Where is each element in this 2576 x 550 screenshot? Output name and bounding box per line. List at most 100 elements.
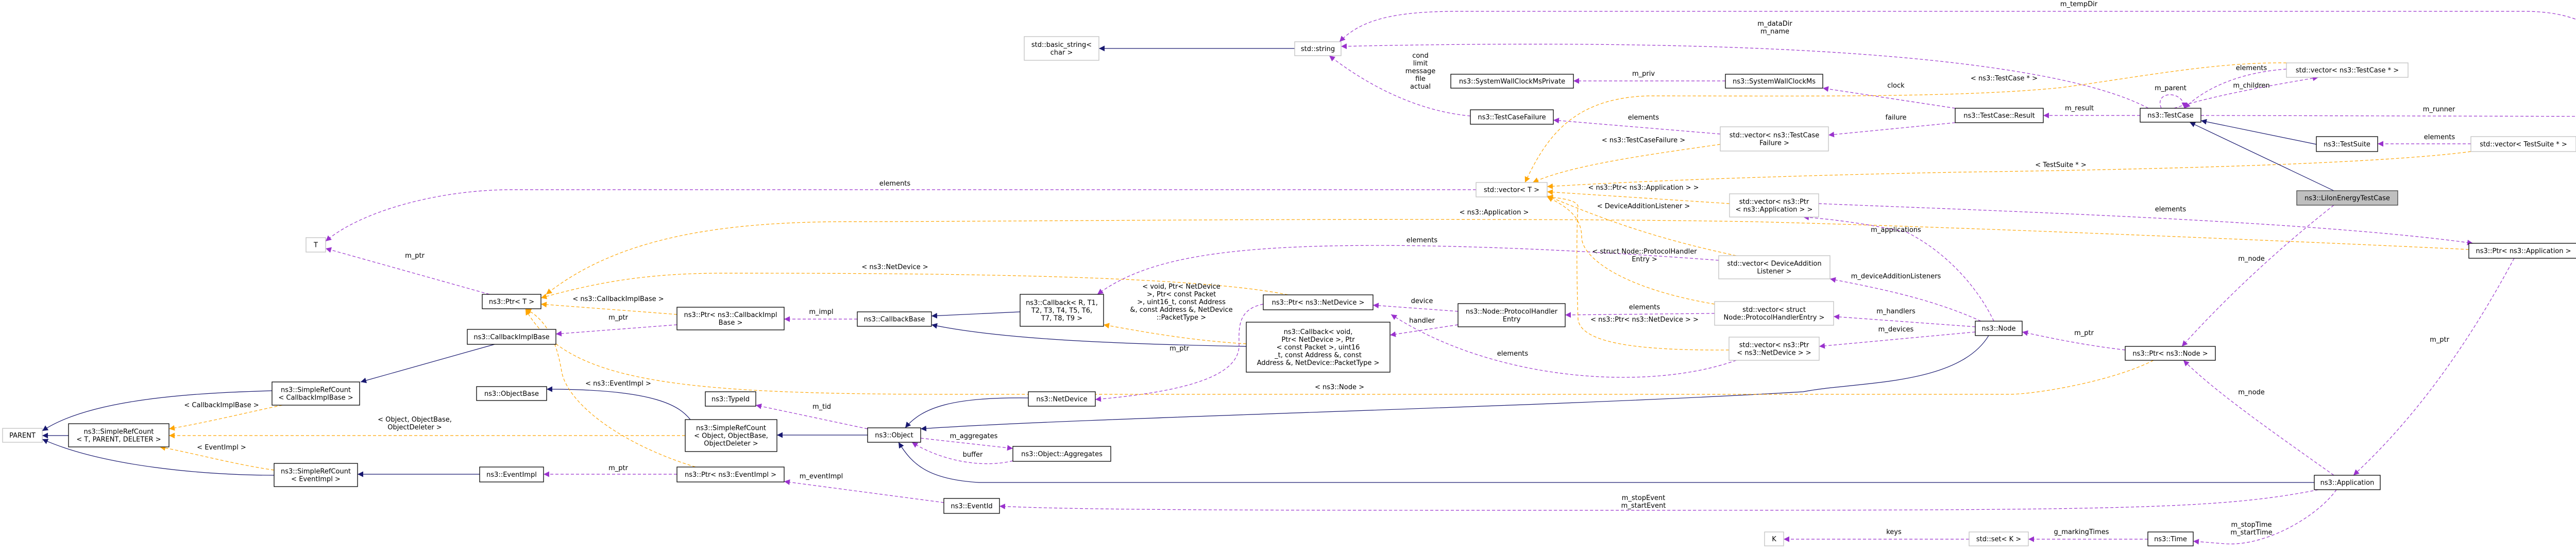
edge-label-line: m_stopTime <box>2231 521 2272 529</box>
class-node-application[interactable]: ns3::Application <box>2314 475 2381 490</box>
class-node-aggregates[interactable]: ns3::Object::Aggregates <box>1012 446 1111 462</box>
edge-label-line: failure <box>1885 114 1906 122</box>
class-node-result[interactable]: ns3::TestCase::Result <box>1955 108 2044 123</box>
node-label: std::vector< T > <box>1484 187 1539 194</box>
edge-label-line: buffer <box>963 451 983 459</box>
class-node-string[interactable]: std::string <box>1294 41 1342 56</box>
node-label: std::vector< TestSuite * > <box>2480 141 2567 148</box>
class-node-tcfailure[interactable]: ns3::TestCaseFailure <box>1470 109 1554 125</box>
class-node-src-tpd[interactable]: ns3::SimpleRefCount< T, PARENT, DELETER … <box>68 423 170 447</box>
edge-vec_papp-to-ptr_app <box>1818 203 2473 245</box>
class-node-vec-ts[interactable]: std::vector< TestSuite * > <box>2470 136 2576 152</box>
class-node-objbase[interactable]: ns3::ObjectBase <box>476 386 547 401</box>
node-label: std::vector< struct <box>1742 306 1806 314</box>
class-node-src-obj[interactable]: ns3::SimpleRefCount< Object, ObjectBase,… <box>685 419 777 452</box>
edge-label: < EventImpl > <box>197 444 246 452</box>
class-node-phe[interactable]: ns3::Node::ProtocolHandlerEntry <box>1458 303 1566 327</box>
edge-callback_r-to-cbbase <box>931 311 1021 319</box>
edge-label-line: cond <box>1412 52 1429 60</box>
node-label: ns3::Ptr< ns3::NetDevice > <box>1272 299 1365 307</box>
class-node-src-cib[interactable]: ns3::SimpleRefCount< CallbackImplBase > <box>272 381 360 406</box>
class-node-vec-pnd[interactable]: std::vector< ns3::Ptr< ns3::NetDevice > … <box>1728 337 1820 361</box>
edge-label: < TestSuite * > <box>2035 161 2086 169</box>
node-label: ns3::Ptr< ns3::Node > <box>2132 350 2208 358</box>
class-node-netdevice[interactable]: ns3::NetDevice <box>1028 391 1096 407</box>
class-node-ptr-ei[interactable]: ns3::Ptr< ns3::EventImpl > <box>676 466 785 482</box>
node-label: _t, const Address &, const <box>1274 352 1362 359</box>
node-box <box>274 463 358 487</box>
node-label: ns3::CallbackImplBase <box>473 334 549 341</box>
edge-label-line: m_ptr <box>405 252 425 260</box>
node-label: Failure > <box>1759 140 1789 147</box>
class-node-callback-void[interactable]: ns3::Callback< void,Ptr< NetDevice >, Pt… <box>1246 322 1391 373</box>
class-node-src-ei[interactable]: ns3::SimpleRefCount< EventImpl > <box>274 463 358 487</box>
edge-label-line: < ns3::Application > <box>1460 209 1529 216</box>
edge-label-line: < ns3::NetDevice > <box>861 263 928 271</box>
edge-label: < ns3::Application > <box>1460 209 1529 216</box>
class-node-vec-phe[interactable]: std::vector< structNode::ProtocolHandler… <box>1714 301 1834 326</box>
edge-label: clock <box>1887 82 1905 90</box>
edge-label-line: elements <box>1628 114 1659 122</box>
node-label: < Object, ObjectBase, <box>694 432 768 440</box>
node-label: Node::ProtocolHandlerEntry > <box>1724 314 1825 322</box>
class-node-vec-papp[interactable]: std::vector< ns3::Ptr< ns3::Application … <box>1729 193 1819 218</box>
class-node-cib[interactable]: ns3::CallbackImplBase <box>467 329 556 345</box>
class-node-testsuite[interactable]: ns3::TestSuite <box>2316 136 2378 152</box>
edge-vec_phe-to-vector_t <box>1547 196 1715 305</box>
class-node-vec-dal[interactable]: std::vector< DeviceAdditionListener > <box>1718 255 1831 279</box>
node-box <box>943 498 1000 514</box>
class-node-testcase[interactable]: ns3::TestCase <box>2140 108 2201 123</box>
edge-label-line: m_startEvent <box>1621 502 1666 510</box>
edge-label-line: message <box>1405 68 1435 75</box>
class-node-vector-t[interactable]: std::vector< T > <box>1476 182 1548 197</box>
class-node-object[interactable]: ns3::Object <box>867 427 921 443</box>
class-node-eventimpl[interactable]: ns3::EventImpl <box>479 466 544 482</box>
edge-label-line: < Object, ObjectBase, <box>378 416 452 424</box>
class-node-t[interactable]: T <box>306 237 326 253</box>
node-label: std::string <box>1301 45 1335 53</box>
node-box <box>1725 74 1823 89</box>
edge-cib-to-src_cib <box>360 344 495 384</box>
edge-label: < Object, ObjectBase,ObjectDeleter > <box>378 416 452 431</box>
class-node-ptr-nd[interactable]: ns3::Ptr< ns3::NetDevice > <box>1263 294 1374 310</box>
edge-label-line: m_result <box>2065 105 2094 112</box>
class-node-swcm-priv[interactable]: ns3::SystemWallClockMsPrivate <box>1450 74 1574 89</box>
class-node-time[interactable]: ns3::Time <box>2147 531 2194 546</box>
edge-label-line: Entry > <box>1632 256 1657 263</box>
class-node-vec-tcf[interactable]: std::vector< ns3::TestCaseFailure > <box>1720 126 1829 152</box>
class-node-basic-string[interactable]: std::basic_string<char > <box>1024 36 1099 61</box>
edge-label-line: limit <box>1413 60 1428 68</box>
class-node-swcm[interactable]: ns3::SystemWallClockMs <box>1725 74 1823 89</box>
class-node-parent[interactable]: PARENT <box>2 428 43 443</box>
class-node-eventid[interactable]: ns3::EventId <box>943 498 1000 514</box>
class-node-k[interactable]: K <box>1764 531 1784 546</box>
edge-vec_tc-to-testcase <box>2184 69 2287 109</box>
class-node-node[interactable]: ns3::Node <box>1975 321 2023 336</box>
class-node-ptr-t[interactable]: ns3::Ptr< T > <box>482 294 541 309</box>
class-node-set-k[interactable]: std::set< K > <box>1969 531 2029 546</box>
edge-vec_phe-to-phe <box>1565 312 1715 318</box>
class-node-ptr-app[interactable]: ns3::Ptr< ns3::Application > <box>2468 243 2576 259</box>
node-label: K <box>1772 536 1776 543</box>
node-box <box>1476 182 1548 197</box>
class-node-callback-r[interactable]: ns3::Callback< R, T1,T2, T3, T4, T5, T6,… <box>1020 294 1104 327</box>
class-node-ptr-node[interactable]: ns3::Ptr< ns3::Node > <box>2125 346 2216 361</box>
edge-label-line: m_ptr <box>608 464 629 472</box>
node-label: ns3::NetDevice <box>1036 396 1087 404</box>
class-node-liion[interactable]: ns3::LiIonEnergyTestCase <box>2296 190 2398 206</box>
node-box <box>467 329 556 345</box>
edge-label: m_ptr <box>405 252 425 260</box>
edge-label: m_priv <box>1632 70 1655 78</box>
edge-vec_tc-to-vector_t <box>1524 62 2287 183</box>
edge-label: m_tempDir <box>2060 1 2098 8</box>
node-label: ns3::Object::Aggregates <box>1021 451 1103 458</box>
edge-label: < ns3::Ptr< ns3::Application > > <box>1588 184 1699 192</box>
class-node-cbbase[interactable]: ns3::CallbackBase <box>857 311 932 327</box>
node-box <box>857 311 932 327</box>
edge-label: m_eventImpl <box>800 473 843 480</box>
class-node-ptr-cib[interactable]: ns3::Ptr< ns3::CallbackImplBase > <box>676 307 785 330</box>
class-node-vec-tc[interactable]: std::vector< ns3::TestCase * > <box>2286 62 2409 78</box>
nodes-layer: PARENT ns3::SimpleRefCount< T, PARENT, DE… <box>2 36 2576 546</box>
node-box <box>1012 446 1111 462</box>
class-node-typeid[interactable]: ns3::TypeId <box>705 391 756 407</box>
